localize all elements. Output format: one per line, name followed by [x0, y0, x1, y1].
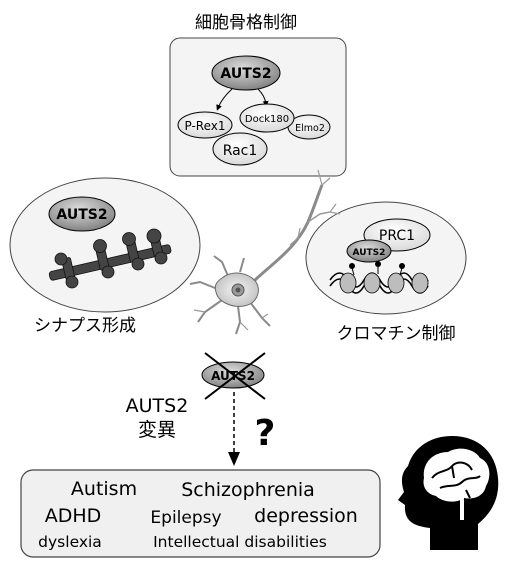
arrow-to-dock180	[257, 88, 269, 107]
auts2-label-synapse: AUTS2	[56, 207, 107, 223]
prex1-node	[177, 111, 233, 139]
mutation-section: AUTS2 AUTS2 変異 ?	[126, 352, 276, 466]
synapse-panel: AUTS2 シナ	[9, 177, 201, 336]
dock180-node	[239, 103, 295, 133]
disorder-intellectual-disabilities: Intellectual disabilities	[153, 533, 327, 551]
neuron-icon	[189, 169, 341, 335]
nucleosome-icon	[329, 261, 429, 294]
cytoskeleton-panel: 細胞骨格制御 AUTS2 P-Rex1 Elmo2 Dock180 Rac1	[169, 13, 347, 177]
cross-mark-line-2	[204, 352, 266, 400]
chromatin-panel: PRC1 AUTS2 クロマチン制御	[305, 201, 467, 344]
auts2-label-cytoskeleton: AUTS2	[220, 66, 271, 82]
auts2-label-chromatin: AUTS2	[353, 248, 386, 258]
dock180-label: Dock180	[245, 114, 289, 125]
mutation-label-line1: AUTS2	[126, 395, 189, 417]
prc1-label: PRC1	[379, 228, 415, 244]
synapse-filament-icon	[48, 228, 172, 289]
rac1-node	[212, 132, 268, 166]
auts2-label-mutated: AUTS2	[211, 369, 255, 383]
disorder-epilepsy: Epilepsy	[150, 508, 221, 528]
mutation-label-line2: 変異	[138, 419, 176, 441]
rac1-label: Rac1	[223, 143, 258, 159]
auts2-node-synapse	[48, 196, 116, 232]
arrow-to-prex1	[216, 88, 233, 111]
disorder-dyslexia: dyslexia	[38, 533, 102, 551]
dashed-arrow-head	[228, 452, 240, 466]
disorder-autism: Autism	[71, 478, 137, 500]
disorders-rect	[20, 469, 381, 558]
elmo2-label: Elmo2	[295, 123, 325, 134]
prex1-label: P-Rex1	[184, 119, 225, 133]
head-with-brain-icon	[398, 436, 499, 550]
disorder-depression: depression	[254, 505, 358, 527]
chromatin-caption: クロマチン制御	[337, 324, 456, 344]
disorder-adhd: ADHD	[45, 505, 102, 527]
disorders-box: Autism Schizophrenia ADHD Epilepsy depre…	[20, 469, 381, 558]
question-mark: ?	[255, 413, 276, 454]
disorder-schizophrenia: Schizophrenia	[181, 479, 315, 501]
synapse-caption: シナプス形成	[34, 316, 136, 336]
auts2-node-chromatin	[346, 239, 392, 263]
cytoskeleton-title: 細胞骨格制御	[195, 13, 297, 33]
auts2-node-cytoskeleton	[211, 55, 281, 91]
